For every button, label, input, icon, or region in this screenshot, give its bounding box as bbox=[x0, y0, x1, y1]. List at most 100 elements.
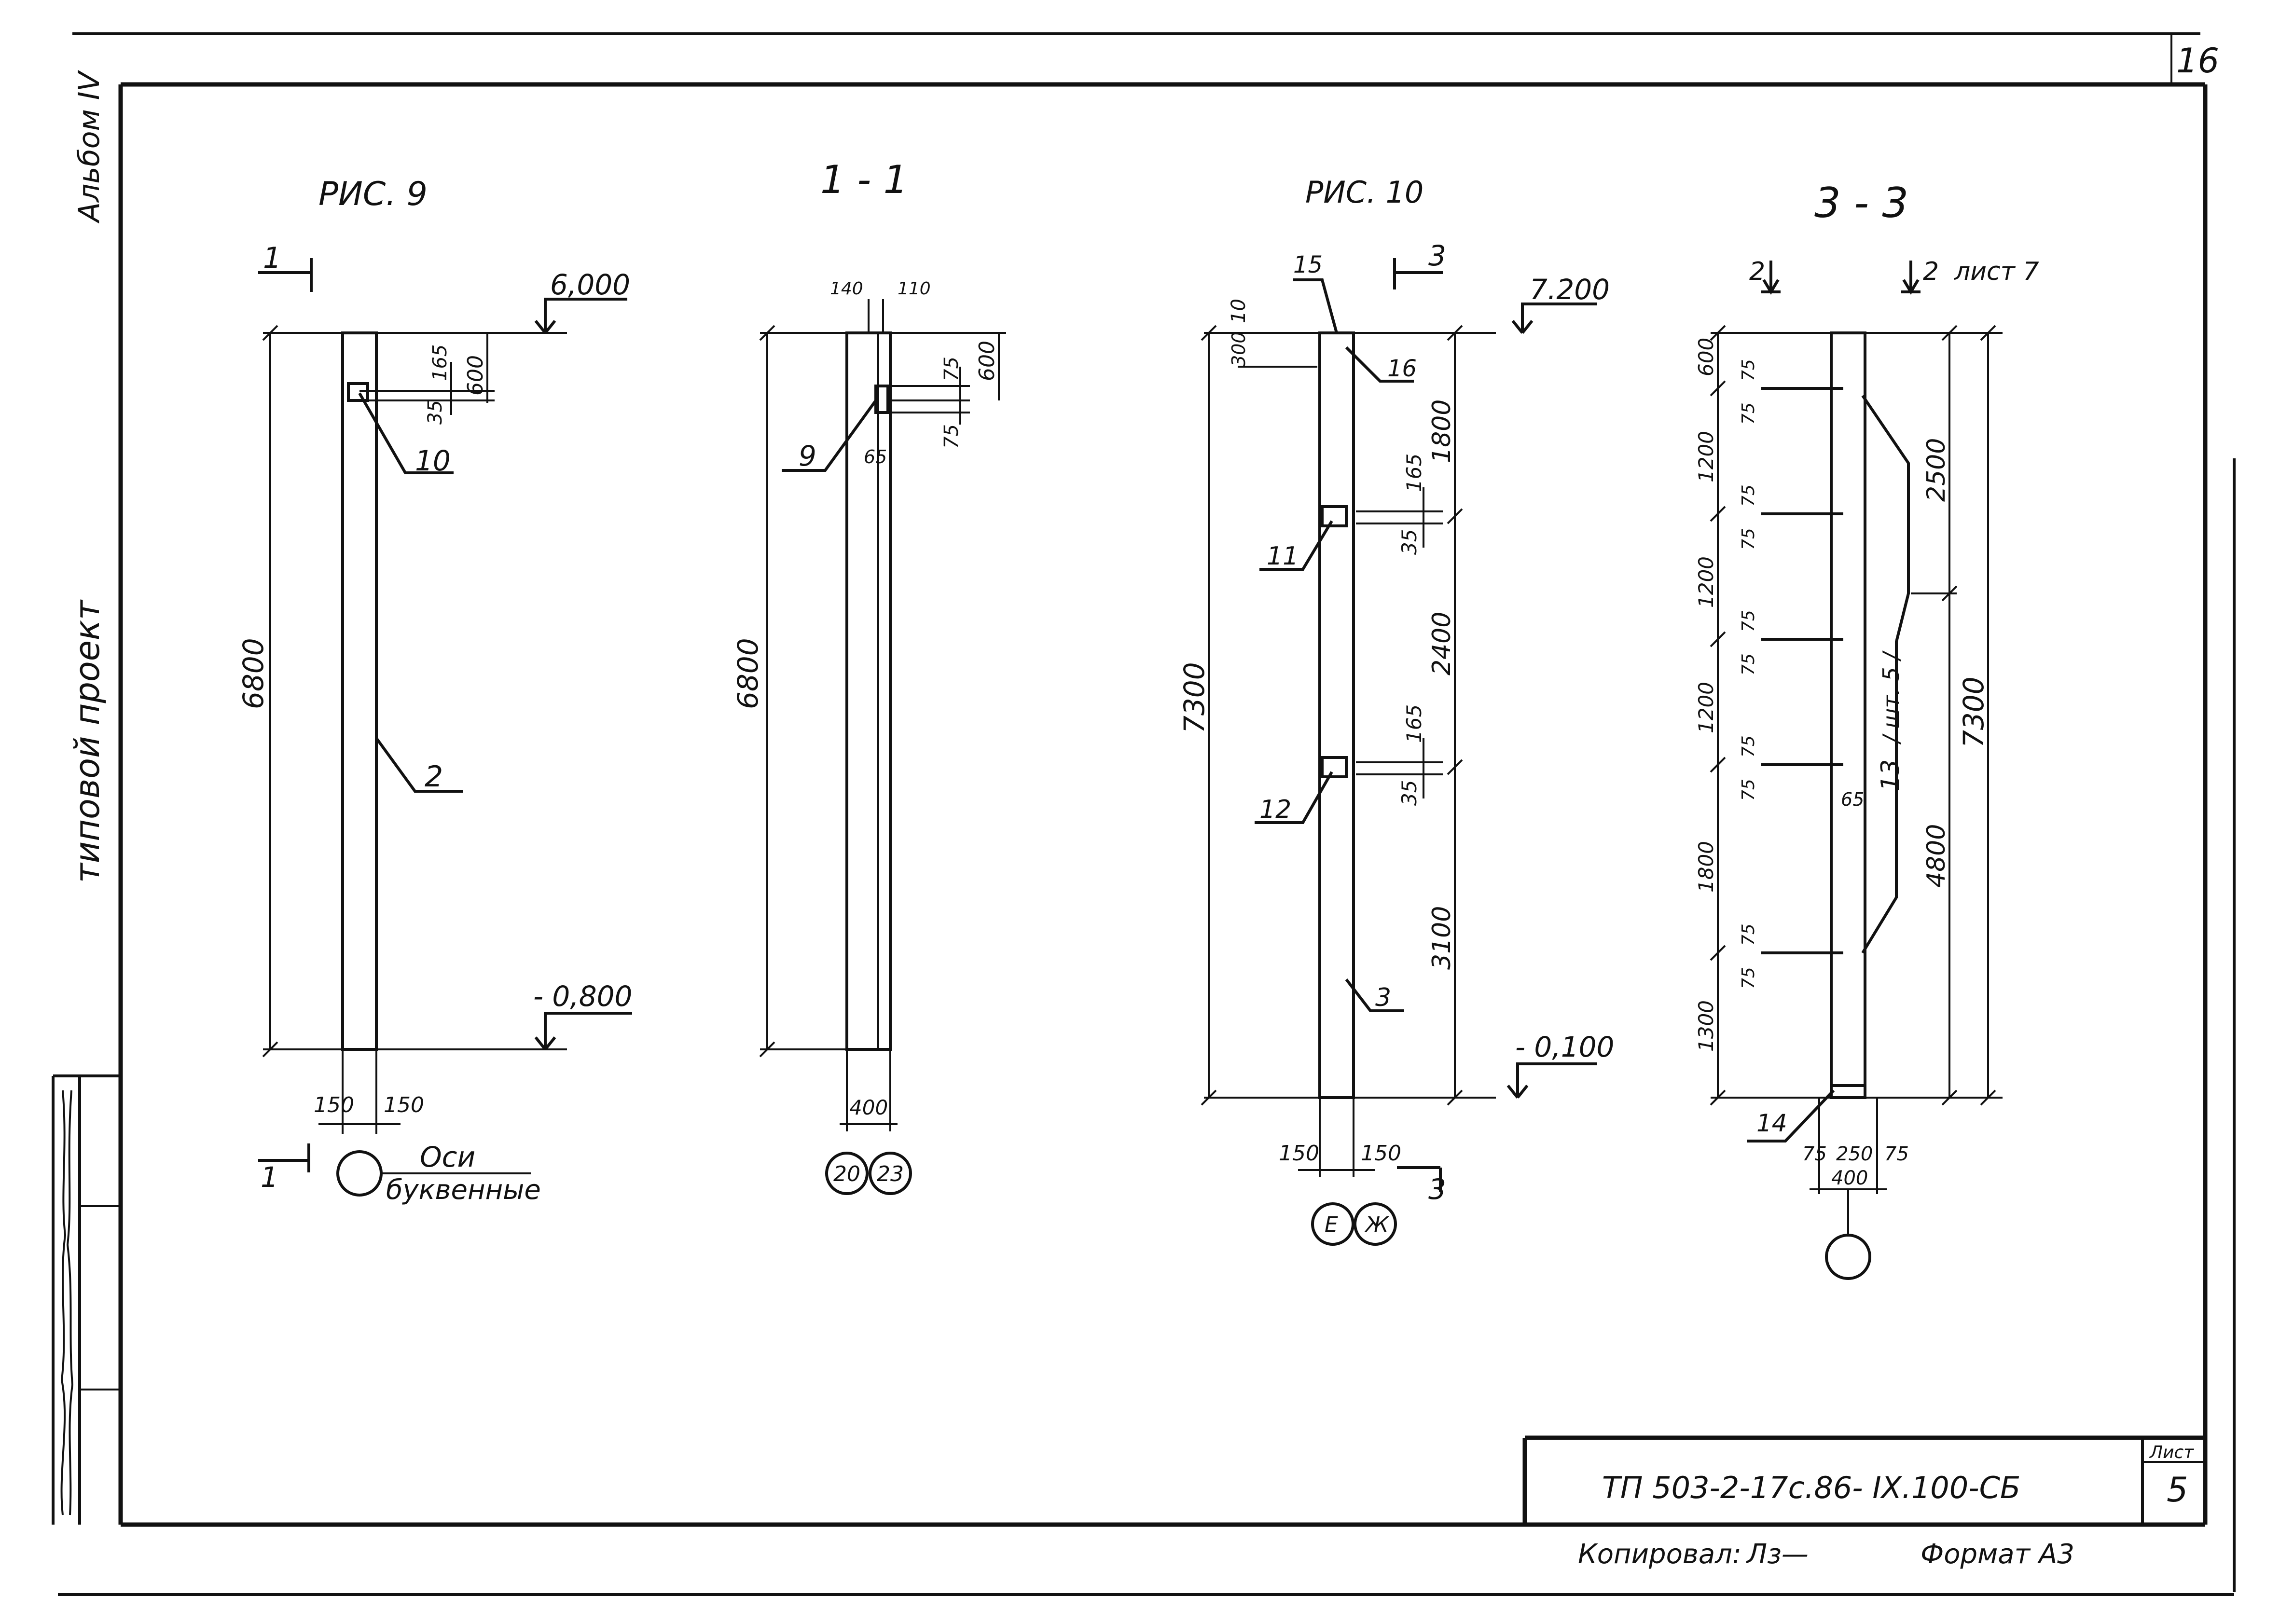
fig10-dim-150-left: 150 bbox=[1279, 1141, 1319, 1166]
sec11-axis-b: 23 bbox=[877, 1162, 904, 1186]
sec33-mark-2-left: 2 bbox=[1749, 257, 1765, 286]
sec33-dim-75-8: 75 bbox=[1739, 923, 1758, 946]
title-block-sheet-label: Лист bbox=[2149, 1443, 2194, 1462]
sec33-mark-2-right: 2 bbox=[1923, 257, 1939, 286]
fig10-dim-150-right: 150 bbox=[1361, 1141, 1401, 1166]
sec33-dim-75-6: 75 bbox=[1739, 735, 1758, 757]
fig9-dim-150-right: 150 bbox=[384, 1093, 424, 1117]
fig9-section-mark-bottom: 1 bbox=[261, 1161, 278, 1194]
fig9-pos-2: 2 bbox=[425, 760, 443, 794]
album-label: Альбом IV bbox=[72, 70, 106, 224]
fig9-view: РИС. 9 1 6,000 - 0,800 6800 165 600 35 1… bbox=[237, 175, 632, 1206]
sec33-axis-bubble bbox=[1825, 1234, 1871, 1280]
sec33-sheet-ref: лист 7 bbox=[1954, 257, 2039, 286]
sec11-dim-140: 140 bbox=[830, 279, 863, 299]
sec33-dim-65: 65 bbox=[1841, 789, 1864, 810]
fig10-section-mark-bottom: 3 bbox=[1428, 1173, 1446, 1206]
fig10-dim-35a: 35 bbox=[1397, 529, 1421, 555]
project-label: типовой проект bbox=[68, 599, 107, 883]
fig10-dim-3100: 3100 bbox=[1427, 906, 1456, 970]
fig10-dim-10: 10 bbox=[1228, 299, 1250, 323]
fig10-dim-165a: 165 bbox=[1402, 454, 1426, 492]
fig10-view: РИС. 10 3 15 7.200 - 0,100 7300 1800 240… bbox=[1178, 175, 1614, 1246]
sec33-dim-75-5: 75 bbox=[1739, 653, 1758, 675]
fig10-dim-1800: 1800 bbox=[1427, 399, 1456, 463]
sec33-dim-250: 250 bbox=[1836, 1143, 1873, 1165]
fig10-dim-2400: 2400 bbox=[1427, 612, 1456, 675]
fig9-level-top: 6,000 bbox=[550, 268, 630, 301]
sec33-dim-75-2: 75 bbox=[1739, 484, 1758, 507]
fig9-dim-150-left: 150 bbox=[314, 1093, 354, 1117]
sec11-title: 1 - 1 bbox=[820, 157, 908, 202]
fig9-column bbox=[341, 331, 378, 1051]
sec11-axis-bubble-a bbox=[825, 1152, 869, 1195]
fig9-dim-height: 6800 bbox=[237, 638, 270, 709]
fig10-pos-3: 3 bbox=[1375, 983, 1391, 1012]
fig9-title: РИС. 9 bbox=[318, 175, 428, 213]
sec33-dim-75-9: 75 bbox=[1739, 967, 1758, 989]
sec33-dim-left-0: 600 bbox=[1694, 338, 1718, 376]
sec33-dim-75-1: 75 bbox=[1739, 402, 1758, 425]
sec33-dim-400: 400 bbox=[1831, 1167, 1868, 1189]
fig9-axis-label-2: буквенные bbox=[386, 1174, 541, 1206]
fig10-section-mark-top: 3 bbox=[1428, 239, 1446, 272]
sec33-dim-75-4: 75 bbox=[1739, 610, 1758, 632]
sec33-title: 3 - 3 bbox=[1814, 179, 1908, 227]
title-block-sheet-value: 5 bbox=[2167, 1470, 2188, 1510]
sec33-dim-75-7: 75 bbox=[1739, 779, 1758, 801]
fig10-axis-bubble-b bbox=[1354, 1202, 1397, 1246]
sec33-dim-7300: 7300 bbox=[1957, 676, 1990, 748]
sec33-dim-left-3: 1200 bbox=[1694, 682, 1718, 733]
sec11-dim-75b: 75 bbox=[940, 424, 963, 449]
fig10-level-bottom: - 0,100 bbox=[1515, 1031, 1614, 1063]
footer-format: Формат А3 bbox=[1921, 1539, 2074, 1570]
sec33-dim-75r: 75 bbox=[1884, 1143, 1909, 1165]
fig10-pos-11: 11 bbox=[1267, 542, 1299, 571]
fig9-dim-165: 165 bbox=[429, 344, 451, 381]
sec33-dim-75-3: 75 bbox=[1739, 528, 1758, 550]
sec11-dim-75a: 75 bbox=[940, 357, 963, 381]
title-block bbox=[1522, 1435, 2205, 1525]
sec11-axis-a: 20 bbox=[833, 1162, 860, 1186]
fig10-dim-300: 300 bbox=[1228, 331, 1249, 367]
fig10-level-top: 7.200 bbox=[1530, 273, 1610, 306]
title-block-code: ТП 503-2-17с.86- IX.100-СБ bbox=[1602, 1470, 2020, 1505]
sec33-column bbox=[1830, 331, 1866, 1099]
fig9-embedded-part bbox=[347, 382, 369, 402]
sec33-dim-left-2: 1200 bbox=[1694, 556, 1718, 608]
fig10-axis-bubble-a bbox=[1311, 1202, 1354, 1246]
sec33-pos-14: 14 bbox=[1756, 1109, 1787, 1137]
fig9-axis-bubble bbox=[336, 1150, 383, 1197]
sec11-dim-height: 6800 bbox=[732, 638, 764, 709]
fig10-dim-165b: 165 bbox=[1402, 704, 1426, 743]
fig9-dim-35: 35 bbox=[424, 400, 446, 425]
sec33-dim-left-1: 1200 bbox=[1694, 431, 1718, 482]
sec11-dim-400: 400 bbox=[849, 1096, 888, 1119]
sheet-number: 16 bbox=[2176, 41, 2219, 81]
sec11-pos-9: 9 bbox=[799, 440, 816, 472]
footer-copied: Копировал: bbox=[1578, 1539, 1741, 1570]
sec11-dim-65: 65 bbox=[864, 446, 887, 468]
sec33-dim-left-4: 1800 bbox=[1694, 841, 1718, 893]
sec33-dim-75l: 75 bbox=[1802, 1143, 1827, 1165]
fig10-pos-15: 15 bbox=[1293, 251, 1323, 278]
sec11-dim-110: 110 bbox=[898, 279, 931, 299]
sec33-dim-2500: 2500 bbox=[1922, 438, 1951, 502]
fig10-axis-b: Ж bbox=[1364, 1212, 1389, 1237]
fig10-dim-height: 7300 bbox=[1178, 662, 1211, 733]
sec11-column bbox=[845, 331, 892, 1051]
fig9-dim-600: 600 bbox=[463, 355, 488, 396]
sec33-pos-13-note: / шт. 5 / bbox=[1878, 650, 1904, 745]
sec11-dim-600: 600 bbox=[975, 341, 999, 381]
sec33-pos-13: 13 bbox=[1876, 759, 1905, 791]
fig9-axis-label-1: Оси bbox=[420, 1141, 475, 1173]
fig10-title: РИС. 10 bbox=[1305, 175, 1423, 210]
fig9-section-mark-top: 1 bbox=[263, 241, 281, 275]
stamp-handwriting bbox=[60, 1090, 74, 1515]
fig9-pos-10: 10 bbox=[415, 444, 451, 477]
footer-copied-sign: Лз— bbox=[1746, 1539, 1809, 1570]
fig9-level-bottom: - 0,800 bbox=[533, 980, 632, 1013]
sec11-axis-bubble-b bbox=[869, 1152, 912, 1195]
section-1-1-view: 1 - 1 6800 140 110 75 75 600 65 9 400 20 bbox=[732, 157, 1006, 1195]
